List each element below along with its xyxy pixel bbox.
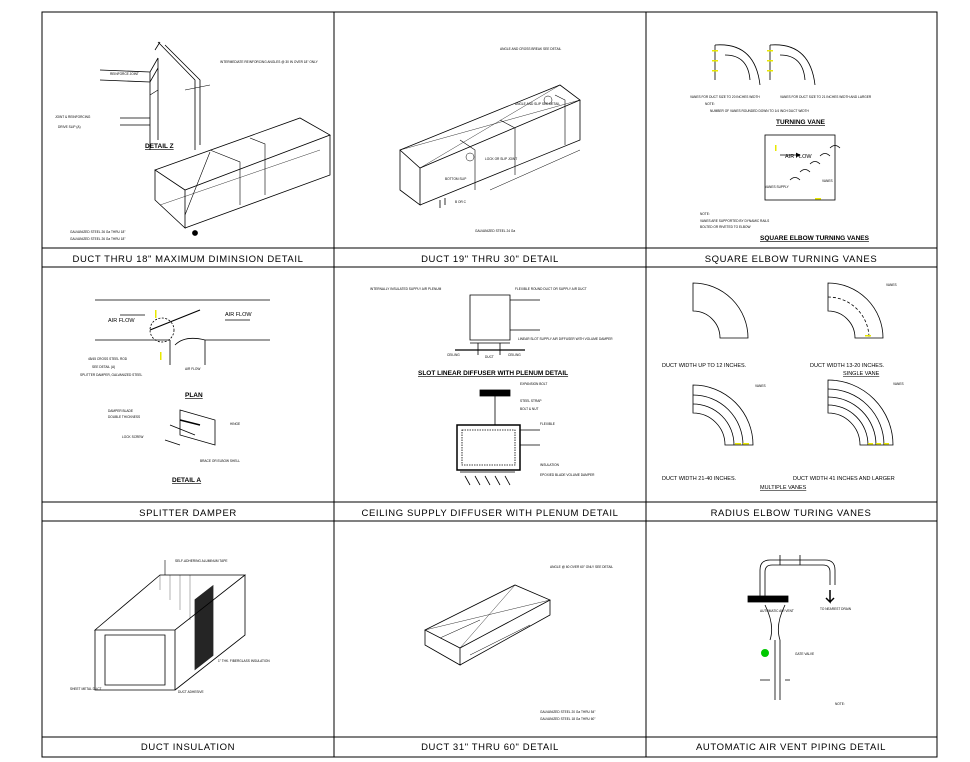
panel-duct-insulation bbox=[93, 560, 247, 691]
p5-sub-label: SLOT LINEAR DIFFUSER WITH PLENUM DETAIL bbox=[418, 370, 568, 377]
p4-plan-label: PLAN bbox=[185, 392, 203, 399]
p5-note-3: DUCT bbox=[485, 355, 494, 359]
p9-caption: AUTOMATIC AIR VENT PIPING DETAIL bbox=[696, 742, 886, 753]
p4-air-flow-1: AIR FLOW bbox=[108, 318, 135, 324]
p2-caption: DUCT 19" THRU 30" DETAIL bbox=[421, 254, 559, 265]
p4-air-flow-2: AIR FLOW bbox=[225, 312, 252, 318]
p1-note-5: GALVANIZED STEEL 26 Ga THRU 18" bbox=[70, 237, 125, 241]
p6-width-1: DUCT WIDTH 13-20 INCHES. bbox=[810, 363, 885, 369]
p7-note-3: DUCT ADHESIVE bbox=[178, 690, 204, 694]
p2-note-4: B OR C bbox=[455, 200, 467, 204]
p2-note-0: ANGLE AND CROSS BREAK SEE DETAIL bbox=[500, 47, 561, 51]
p5-note-6: BOLT & NUT bbox=[520, 407, 539, 411]
p3-note-6: BOLTED OR RIVETED TO ELBOW bbox=[700, 225, 750, 229]
p1-note-2: JOINT & REINFORCING bbox=[55, 115, 91, 119]
p1-note-4: GALVANIZED STEEL 26 Ga THRU 18" bbox=[70, 230, 125, 234]
p7-note-0: SELF-ADHERING ALUMINUM TAPE bbox=[175, 559, 227, 563]
sheet-border bbox=[41, 11, 938, 758]
panel-duct-31-60 bbox=[424, 584, 551, 666]
p7-caption: DUCT INSULATION bbox=[141, 742, 235, 753]
panel-square-elbow bbox=[714, 44, 841, 201]
panel-radius-elbow bbox=[692, 282, 894, 446]
p4-note-0: 45/45 CROSS STEEL ROD bbox=[88, 357, 128, 361]
p2-note-2: LOCK OR SLIP JOINT bbox=[485, 157, 517, 161]
p8-note-1: GALVANIZED STEEL 20 Ga THRU 54" bbox=[540, 710, 595, 714]
p3-caption-sub: SQUARE ELBOW TURNING VANES bbox=[760, 235, 870, 242]
p4-note-5: HINGE bbox=[230, 422, 240, 426]
p4-note-1: SEE DETAIL (A) bbox=[92, 365, 115, 369]
p3-caption: SQUARE ELBOW TURNING VANES bbox=[705, 254, 878, 265]
p6-caption: RADIUS ELBOW TURING VANES bbox=[711, 508, 872, 519]
p6-note-2: VANES bbox=[893, 382, 904, 386]
p7-note-1: 1" THK. FIBERGLASS INSULATION bbox=[218, 659, 270, 663]
p5-note-4: EXPANSION BOLT bbox=[520, 382, 547, 386]
p4-note-3: DAMPER BLADE bbox=[108, 409, 133, 413]
p5-ceiling-1: CEILING bbox=[447, 353, 460, 357]
panel-splitter-damper bbox=[95, 299, 270, 446]
p3-vanes-supply: VANES SUPPLY bbox=[765, 185, 790, 189]
p6-note-1: VANES bbox=[755, 384, 766, 388]
p3-note-2: NOTE: bbox=[705, 102, 715, 106]
p4-air-flow-3: AIR FLOW bbox=[185, 367, 200, 371]
p8-note-2: GALVANIZED STEEL 18 Ga THRU 60" bbox=[540, 717, 595, 721]
p1-detail-label: DETAIL Z bbox=[145, 143, 174, 150]
p1-note-0: INTERMEDIATE REINFORCING ANGLES @ 30 IN … bbox=[220, 60, 319, 64]
p6-width-3: DUCT WIDTH 41 INCHES AND LARGER bbox=[793, 476, 895, 482]
p3-note-0: VANES FOR DUCT SIZE TO 20 INCHES WIDTH bbox=[690, 95, 760, 99]
p3-yellow-marks bbox=[712, 50, 821, 200]
p6-single-vane: SINGLE VANE bbox=[843, 371, 880, 377]
p3-vanes: VANES bbox=[822, 179, 833, 183]
p5-ceiling-2: CEILING bbox=[508, 353, 521, 357]
p2-note-5: GALVANIZED STEEL 24 Ga bbox=[475, 229, 515, 233]
p1-note-1: REINFORCE JOINT bbox=[110, 72, 139, 76]
p9-note-1: GATE VALVE bbox=[795, 652, 814, 656]
p4-note-7: BRACE OR ELBOW SHELL bbox=[200, 459, 240, 463]
p3-note-4: NOTE: bbox=[700, 212, 710, 216]
p5-note-8: INSULATION bbox=[540, 463, 560, 467]
p9-note-0: AUTOMATIC AIR VENT bbox=[760, 609, 794, 613]
p5-note-0: INTERNALLY INSULATED SUPPLY AIR PLENUM bbox=[370, 287, 442, 291]
p7-note-2: SHEET METAL DUCT bbox=[70, 687, 102, 691]
p5-note-9: EPOXIED BLADE VOLUME DAMPER bbox=[540, 473, 595, 477]
p8-note-0: ANGLE @ 60 OVER 60" ONLY SEE DETAIL bbox=[550, 565, 613, 569]
p9-note-2: TO NEAREST DRAIN bbox=[820, 607, 852, 611]
p4-caption: SPLITTER DAMPER bbox=[139, 508, 237, 519]
p3-note-5: VANES ARE SUPPORTED BY DYNAMIC RAILS bbox=[700, 219, 769, 223]
panel-duct-19-30 bbox=[399, 84, 581, 208]
p3-sub-label: TURNING VANE bbox=[776, 119, 826, 126]
p5-note-1: FLEXIBLE ROUND DUCT OR SUPPLY AIR DUCT bbox=[515, 287, 587, 291]
p3-air-flow: AIR FLOW bbox=[785, 154, 812, 160]
p4-note-4: DOUBLE THICKNESS bbox=[108, 415, 140, 419]
p1-caption: DUCT THRU 18" MAXIMUM DIMINSION DETAIL bbox=[73, 254, 304, 265]
p4-detail-label: DETAIL A bbox=[172, 477, 201, 484]
p5-caption: CEILING SUPPLY DIFFUSER WITH PLENUM DETA… bbox=[362, 508, 619, 519]
valve-icon bbox=[761, 649, 769, 657]
p6-width-2: DUCT WIDTH 21-40 INCHES. bbox=[662, 476, 737, 482]
p3-note-1: VANES FOR DUCT SIZE TO 21 INCHES WIDTH A… bbox=[780, 95, 872, 99]
p4-note-2: SPLITTER DAMPER, GALVANIZED STEEL bbox=[80, 373, 142, 377]
panel-air-vent bbox=[747, 555, 836, 700]
p6-note-0: VANES bbox=[886, 283, 897, 287]
p2-note-1: ANGLE AND SLIP SEE DETAIL bbox=[515, 102, 560, 106]
p5-note-5: STEEL STRAP bbox=[520, 399, 542, 403]
p4-note-6: LOCK SCREW bbox=[122, 435, 143, 439]
p3-note-3: NUMBER OF VANES ROUNDED DOWN TO 1/4 INCH… bbox=[710, 109, 809, 113]
p8-caption: DUCT 31" THRU 60" DETAIL bbox=[421, 742, 559, 753]
p1-note-3: DRIVE SLIP (A) bbox=[58, 125, 81, 129]
panel-ceiling-diffuser bbox=[455, 294, 540, 486]
p9-note-3: NOTE: bbox=[835, 702, 845, 706]
p5-note-7: FLEXIBLE bbox=[540, 422, 555, 426]
p6-width-0: DUCT WIDTH UP TO 12 INCHES. bbox=[662, 363, 747, 369]
panel-duct-thru-18 bbox=[99, 41, 331, 236]
p5-note-2: LINEAR SLOT SUPPLY AIR DIFFUSER WITH VOL… bbox=[518, 337, 613, 341]
p2-note-3: BOTTOM SLIP bbox=[445, 177, 466, 181]
p6-multiple-vanes: MULTIPLE VANES bbox=[760, 485, 807, 491]
